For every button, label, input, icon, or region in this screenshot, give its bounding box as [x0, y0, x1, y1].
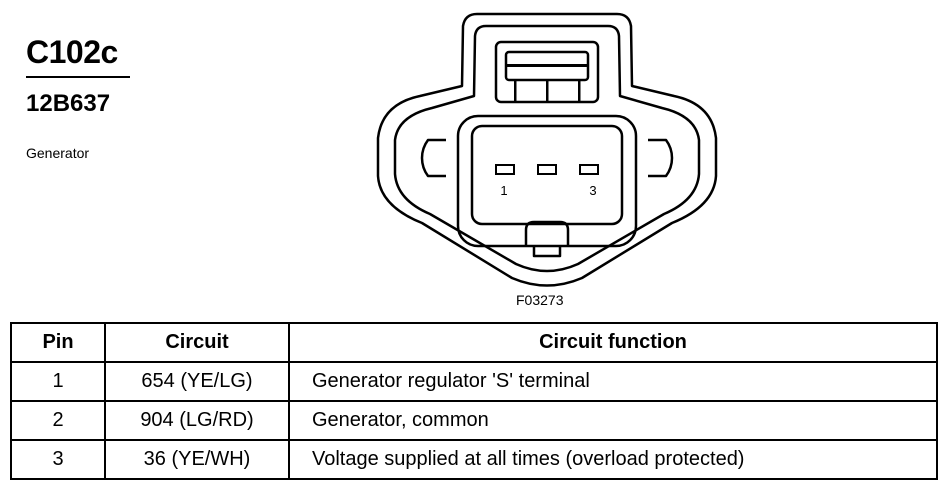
pin-cell: 3 [10, 439, 106, 480]
title-underline [26, 76, 130, 78]
circuit-cell: 904 (LG/RD) [104, 400, 290, 441]
figure-id: F03273 [516, 292, 564, 308]
pin-1-label: 1 [500, 183, 507, 198]
latch-rib [514, 80, 517, 102]
pin-3-terminal [579, 164, 599, 175]
latch-bar [506, 64, 588, 67]
connector-id: C102c [26, 34, 118, 70]
pin-2-terminal [537, 164, 557, 175]
table-row: 3 36 (YE/WH) Voltage supplied at all tim… [10, 439, 938, 480]
function-cell: Generator regulator 'S' terminal [288, 361, 938, 402]
function-cell: Generator, common [288, 400, 938, 441]
left-lock-ear [420, 138, 446, 178]
terminal-cavity-outer [456, 114, 638, 248]
connector-face-diagram: 1 3 [376, 12, 718, 287]
terminal-cavity-inner [470, 124, 624, 226]
circuit-cell: 654 (YE/LG) [104, 361, 290, 402]
latch-rib [546, 80, 549, 102]
column-header-circuit: Circuit [104, 322, 290, 363]
pin-cell: 2 [10, 400, 106, 441]
pin-3-label: 3 [589, 183, 596, 198]
part-number: 12B637 [26, 90, 111, 117]
pin-1-terminal [495, 164, 515, 175]
table-header-row: Pin Circuit Circuit function [10, 322, 938, 363]
pin-cell: 1 [10, 361, 106, 402]
pinout-table: Pin Circuit Circuit function 1 654 (YE/L… [10, 322, 938, 480]
function-cell: Voltage supplied at all times (overload … [288, 439, 938, 480]
column-header-pin: Pin [10, 322, 106, 363]
latch-rib [578, 80, 581, 102]
table-row: 2 904 (LG/RD) Generator, common [10, 400, 938, 441]
connector-description: Generator [26, 145, 90, 161]
table-row: 1 654 (YE/LG) Generator regulator 'S' te… [10, 361, 938, 402]
right-lock-ear [648, 138, 674, 178]
bottom-key [524, 220, 570, 246]
column-header-circuit-function: Circuit function [288, 322, 938, 363]
connector-inner-outline [393, 24, 701, 273]
circuit-cell: 36 (YE/WH) [104, 439, 290, 480]
connector-housing-outline [376, 12, 718, 287]
